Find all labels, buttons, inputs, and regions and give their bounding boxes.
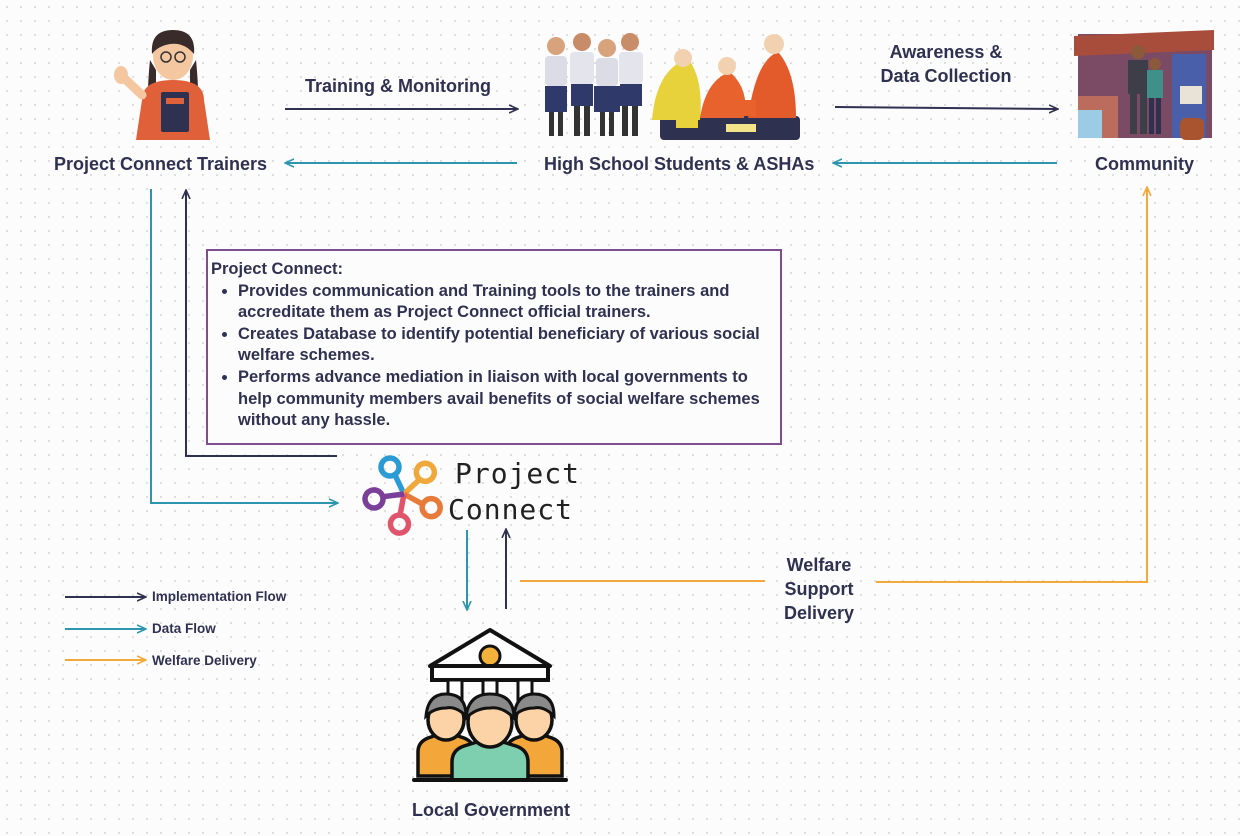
node-label-trainers: Project Connect Trainers (54, 154, 268, 174)
arrow-welfare-to-community (876, 188, 1147, 583)
node-label-community: Community (1095, 154, 1194, 174)
logo-word-connect: Connect (448, 493, 574, 526)
logo-word-project: Project (455, 457, 581, 490)
info-box-bullet: Provides communication and Training tool… (238, 281, 777, 324)
info-box-bullet: Creates Database to identify potential b… (238, 324, 777, 367)
project-connect-info-box: Project Connect: Provides communication … (206, 249, 782, 445)
edge-label-training-monitoring: Training & Monitoring (305, 76, 491, 96)
local-government-illustration (412, 628, 568, 782)
edge-label-welfare-line1: Welfare (786, 555, 852, 575)
edge-label-awareness-line2: Data Collection (880, 66, 1012, 86)
edge-label-welfare-line2: Support (784, 579, 854, 599)
arrow-awareness-collection (834, 107, 1057, 109)
legend-label-welfare: Welfare Delivery (152, 653, 257, 668)
node-label-students: High School Students & ASHAs (544, 154, 815, 174)
info-box-title: Project Connect: (211, 260, 344, 278)
edge-label-awareness: Awareness & Data Collection (866, 40, 1026, 88)
arrow-trainers-to-project-connect (150, 189, 337, 503)
legend-label-data: Data Flow (152, 621, 216, 636)
trainer-illustration (114, 30, 210, 140)
arrow-project-connect-to-trainers (186, 191, 337, 457)
project-connect-logo-icon (362, 455, 443, 536)
edge-label-welfare: Welfare Support Delivery (770, 553, 868, 625)
students-illustration (545, 33, 800, 140)
community-illustration (1074, 30, 1214, 140)
node-label-local-government: Local Government (412, 800, 571, 820)
info-box-list: Provides communication and Training tool… (211, 281, 777, 432)
info-box-bullet: Performs advance mediation in liaison wi… (238, 367, 777, 432)
edge-label-welfare-line3: Delivery (783, 603, 855, 623)
legend-label-implementation: Implementation Flow (152, 589, 287, 604)
edge-label-awareness-line1: Awareness & (889, 42, 1003, 62)
